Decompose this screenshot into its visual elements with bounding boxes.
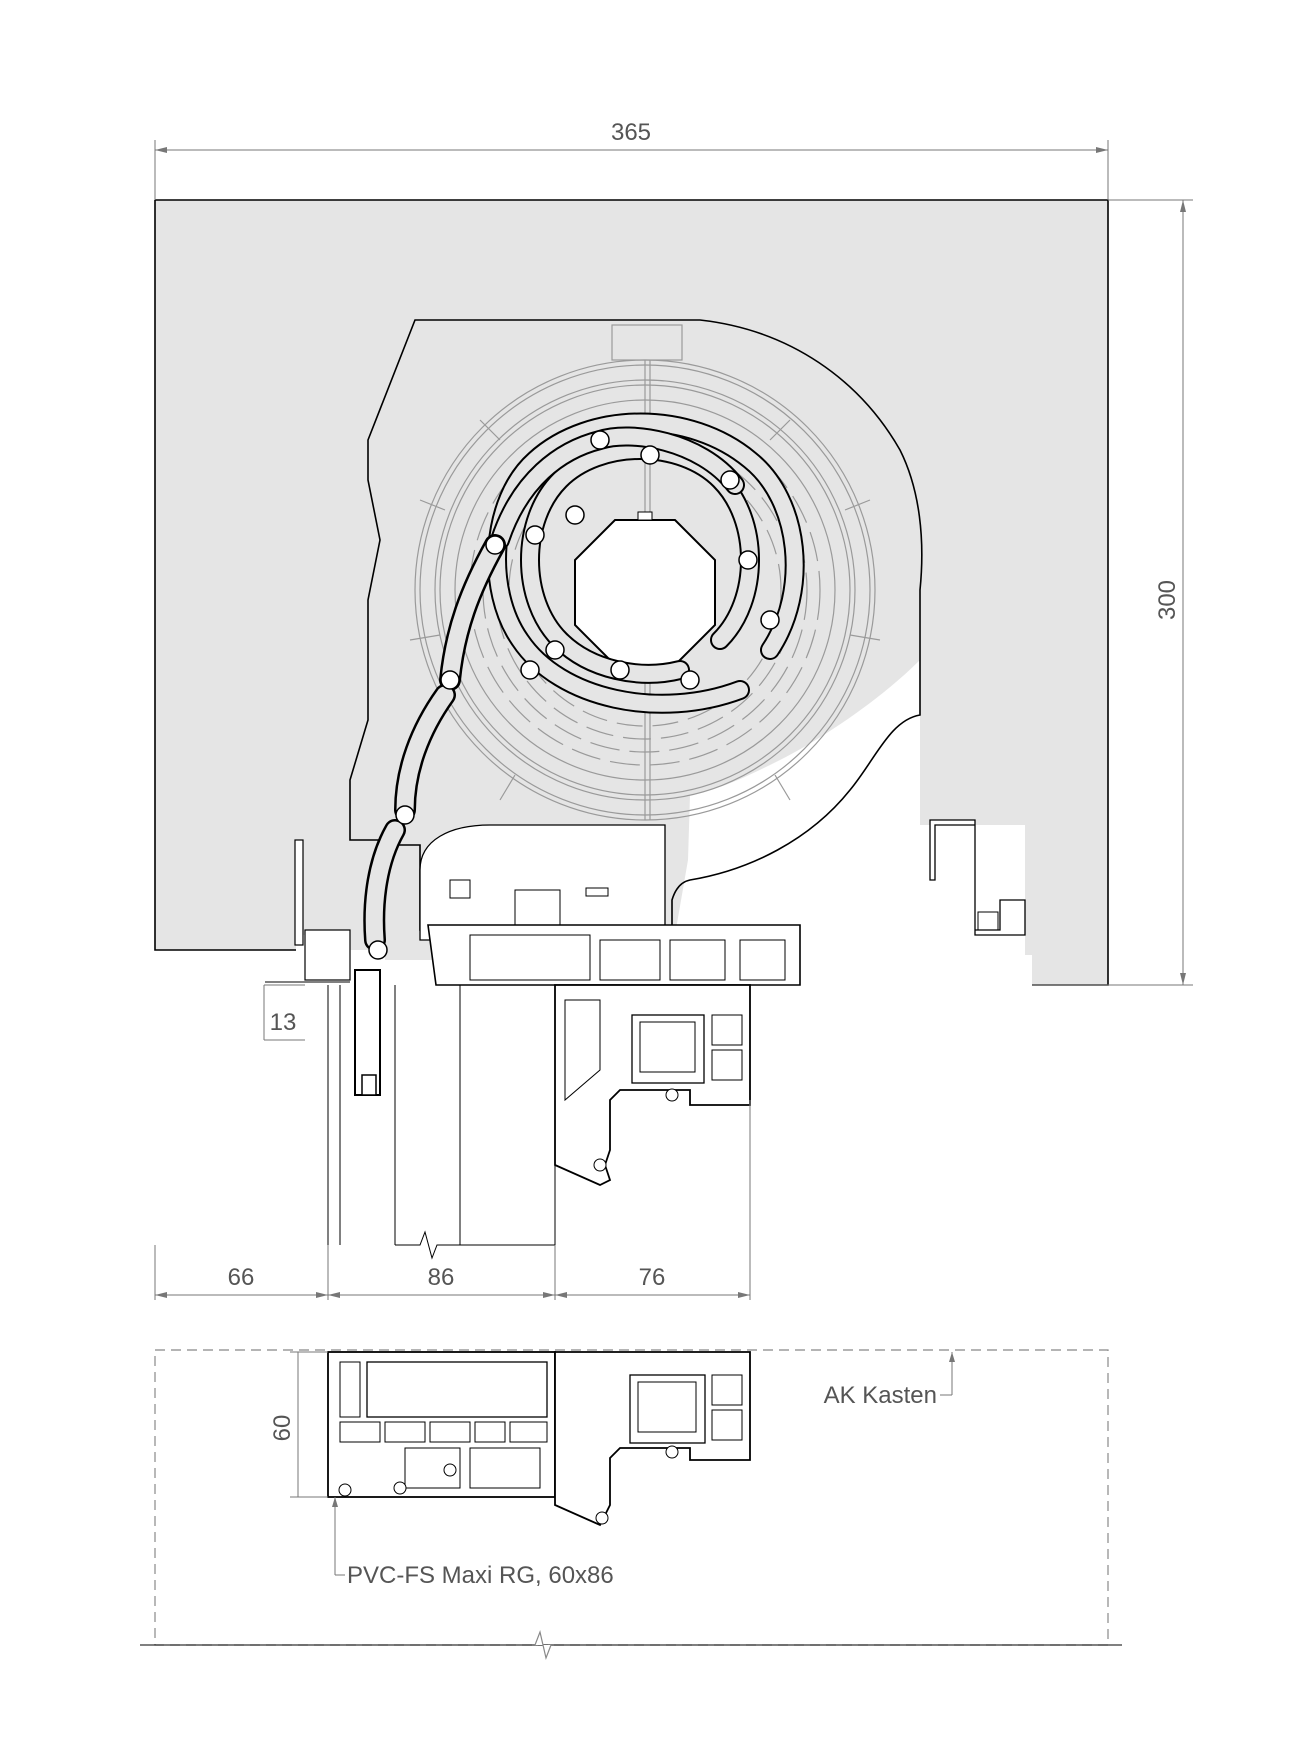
- dim-label-66: 66: [228, 1264, 255, 1291]
- label-ak-kasten: AK Kasten: [824, 1352, 955, 1409]
- dim-label-365: 365: [611, 119, 651, 146]
- dim-label-13: 13: [270, 1009, 297, 1036]
- bottom-bracket: [419, 824, 666, 941]
- roller-shaft: [363, 412, 805, 960]
- label-window-profile: PVC-FS Maxi RG, 60x86: [332, 1497, 614, 1589]
- dim-label-76: 76: [639, 1264, 666, 1291]
- window-profile-text: PVC-FS Maxi RG, 60x86: [347, 1562, 614, 1589]
- left-guide-rail: [265, 839, 381, 1096]
- dim-width-365: 365: [154, 119, 1109, 200]
- window-frame-section: [327, 984, 751, 1260]
- dim-height-60: 60: [269, 1351, 328, 1498]
- detail-window-profile: [327, 1351, 751, 1527]
- ak-kasten-text: AK Kasten: [824, 1382, 937, 1409]
- window-head-profile: [427, 924, 801, 986]
- detail-frame: [140, 1349, 1122, 1661]
- dim-label-60: 60: [269, 1415, 296, 1442]
- dim-bottom-chain: 66 86 76: [154, 1100, 751, 1300]
- dim-offset-13: 13: [263, 984, 305, 1041]
- dim-label-300: 300: [1154, 580, 1181, 620]
- dim-height-300: 300: [1032, 199, 1193, 986]
- right-end-profile: [929, 819, 1026, 936]
- dim-label-86: 86: [428, 1264, 455, 1291]
